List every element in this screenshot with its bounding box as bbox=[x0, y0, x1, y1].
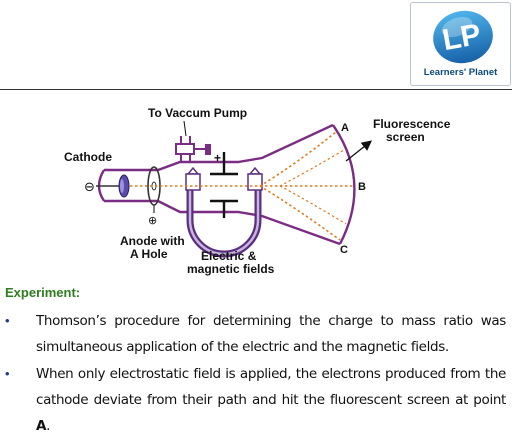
cathode-electrode bbox=[96, 174, 130, 198]
fields-label-line1: Electric & bbox=[201, 249, 257, 263]
logo-caption: Learners' Planet bbox=[423, 67, 498, 78]
header-divider bbox=[0, 89, 512, 90]
cathode-label: Cathode bbox=[64, 150, 112, 164]
learners-planet-logo: LP Learners' Planet bbox=[410, 2, 511, 86]
point-2-text: When only electrostatic field is applied… bbox=[36, 366, 506, 408]
positive-plate-sign: + bbox=[214, 151, 221, 165]
cathode-negative-sign: ⊖ bbox=[84, 180, 95, 195]
pump-label: To Vaccum Pump bbox=[148, 106, 247, 120]
fluorescence-screen bbox=[332, 124, 356, 245]
point-a-label: A bbox=[341, 122, 349, 134]
tube-upper-wall bbox=[104, 123, 334, 172]
bullet-marker-1: • bbox=[5, 313, 10, 328]
thomson-apparatus-diagram: ⊖ ⊕ + A B C To Vaccum Pump Cathode Fluor… bbox=[64, 106, 451, 276]
screen-label-line1: Fluorescence bbox=[373, 117, 451, 131]
experiment-point-2: When only electrostatic field is applied… bbox=[36, 361, 506, 439]
point-2-highlight: A bbox=[36, 418, 47, 434]
point-2-period: . bbox=[46, 418, 51, 434]
anode-label-line1: Anode with bbox=[120, 234, 185, 248]
fields-label-line2: magnetic fields bbox=[187, 262, 275, 276]
anode-with-hole bbox=[147, 166, 161, 213]
anode-positive-sign: ⊕ bbox=[148, 214, 157, 227]
anode-label-line2: A Hole bbox=[130, 247, 168, 261]
cathode-ray-tube bbox=[97, 123, 356, 246]
experiment-point-1: Thomson’s procedure for determining the … bbox=[36, 313, 506, 355]
screen-label-line2: screen bbox=[386, 130, 425, 144]
bullet-marker-2: • bbox=[5, 366, 10, 381]
tube-lower-wall bbox=[104, 199, 341, 246]
experiment-heading: Experiment: bbox=[5, 285, 81, 300]
point-b-label: B bbox=[358, 181, 366, 193]
point-c-label: C bbox=[340, 244, 348, 256]
electric-field-plates bbox=[210, 152, 238, 218]
beam-to-c bbox=[259, 185, 341, 241]
vacuum-pump-connector bbox=[175, 136, 211, 162]
electron-beam-paths bbox=[130, 131, 354, 241]
logo-mark: LP bbox=[433, 10, 493, 64]
screen-pointer-arrow bbox=[345, 140, 373, 162]
logo-letters: LP bbox=[440, 18, 483, 57]
